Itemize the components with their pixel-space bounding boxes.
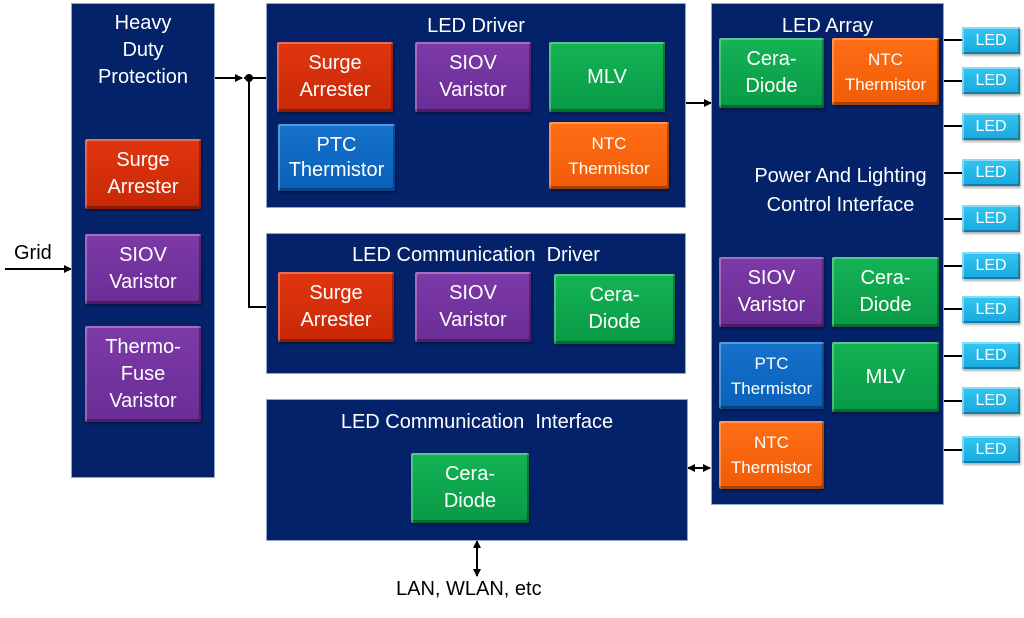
mlv[interactable]: MLV [832, 342, 939, 412]
panel-title: LED Driver [427, 15, 525, 37]
ntc-thermistor[interactable]: NTC Thermistor [549, 122, 669, 189]
led-driver-panel: LED Driver Surge Arrester SIOV Varistor … [267, 4, 685, 207]
cera-diode[interactable]: Cera- Diode [411, 453, 529, 523]
siov-varistor[interactable]: SIOV Varistor [415, 272, 531, 342]
heavy-duty-protection-panel: Heavy Duty Protection Surge Arrester SIO… [72, 4, 214, 477]
led-9[interactable]: LED [962, 387, 1020, 414]
surge-arrester[interactable]: Surge Arrester [85, 139, 201, 209]
led-2[interactable]: LED [962, 67, 1020, 94]
thermo-fuse-varistor[interactable]: Thermo- Fuse Varistor [85, 326, 201, 422]
siov-varistor[interactable]: SIOV Varistor [415, 42, 531, 112]
ptc-thermistor[interactable]: PTC Thermistor [719, 342, 824, 409]
network-label: LAN, WLAN, etc [396, 578, 542, 600]
panel-title: LED Communication Interface [340, 411, 614, 433]
led-5[interactable]: LED [962, 205, 1020, 232]
led-1[interactable]: LED [962, 27, 1020, 54]
panel-title: LED Communication Driver [352, 244, 600, 266]
led-communication-interface-panel: LED Communication Interface Cera- Diode [267, 400, 687, 540]
panel-title: LED Array [781, 15, 874, 37]
led-10[interactable]: LED [962, 436, 1020, 463]
cera-diode[interactable]: Cera- Diode [719, 38, 824, 108]
grid-label: Grid [14, 242, 52, 264]
mlv[interactable]: MLV [549, 42, 665, 112]
led-wires [943, 39, 962, 451]
ntc-thermistor[interactable]: NTC Thermistor [719, 421, 824, 489]
led-3[interactable]: LED [962, 113, 1020, 140]
ntc-thermistor[interactable]: NTC Thermistor [832, 38, 939, 105]
surge-arrester[interactable]: Surge Arrester [278, 272, 394, 342]
panel-title: Heavy Duty Protection [97, 12, 189, 88]
led-8[interactable]: LED [962, 342, 1020, 369]
power-lighting-control-interface-label: Power And Lighting Control Interface [754, 165, 927, 216]
ptc-thermistor[interactable]: PTC Thermistor [278, 124, 395, 191]
cera-diode[interactable]: Cera- Diode [832, 257, 939, 327]
siov-varistor[interactable]: SIOV Varistor [719, 257, 824, 327]
led-array-panel: LED Array Cera- Diode NTC Thermistor Pow… [712, 4, 943, 504]
siov-varistor[interactable]: SIOV Varistor [85, 234, 201, 304]
led-communication-driver-panel: LED Communication Driver Surge Arrester … [267, 234, 685, 373]
led-7[interactable]: LED [962, 296, 1020, 323]
led-4[interactable]: LED [962, 159, 1020, 186]
cera-diode[interactable]: Cera- Diode [554, 274, 675, 344]
led-6[interactable]: LED [962, 252, 1020, 279]
surge-arrester[interactable]: Surge Arrester [277, 42, 393, 112]
